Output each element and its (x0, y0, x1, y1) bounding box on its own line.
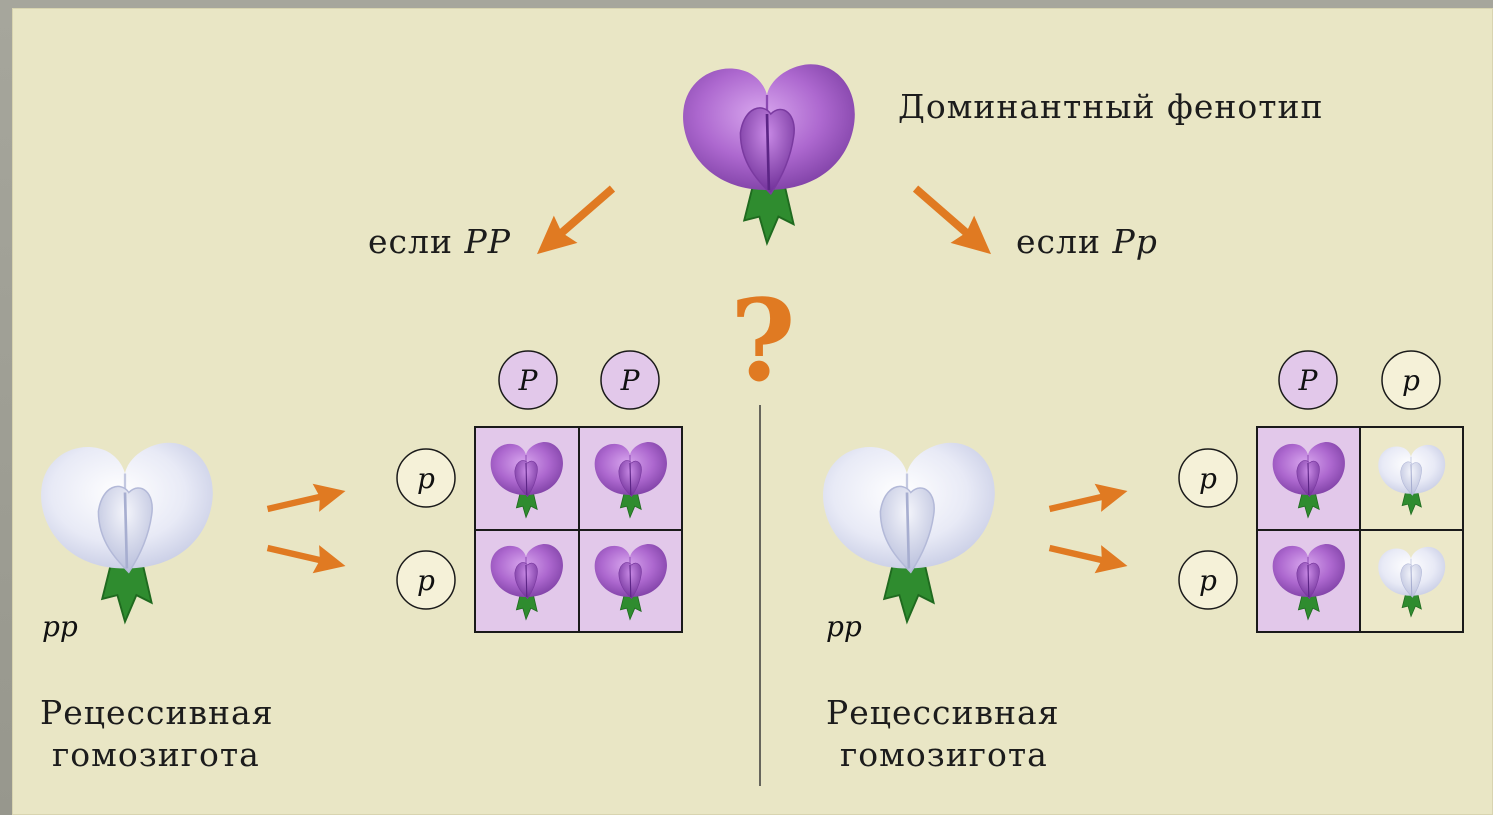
right-arrow-lower-icon (1046, 534, 1131, 581)
svg-text:p: p (1402, 364, 1420, 397)
monohybrid-test-cross-diagram: Доминантный фенотип если PP если Pp ? pp… (39, 62, 1464, 786)
svg-text:p: p (417, 564, 435, 597)
right-gamete-row-1: p (1178, 550, 1238, 610)
right-condition-label: если Pp (1016, 222, 1158, 261)
svg-text:P: P (620, 364, 641, 397)
left-arrow-lower-icon (264, 534, 349, 581)
right-white-flower-icon (821, 441, 997, 624)
svg-text:p: p (1199, 462, 1217, 495)
svg-text:P: P (518, 364, 539, 397)
left-recessive-genotype: pp (42, 610, 78, 643)
right-recessive-label-line1: Рецессивная (826, 693, 1060, 732)
right-arrow-upper-icon (1046, 476, 1131, 523)
left-recessive-label-line2: гомозигота (52, 735, 260, 774)
right-punnett-square: P p p p (1178, 350, 1464, 633)
svg-text:P: P (1298, 364, 1319, 397)
left-gamete-row-0: p (396, 448, 456, 508)
right-gamete-col-0: P (1278, 350, 1338, 410)
left-white-flower-icon (39, 441, 215, 624)
left-recessive-label-line1: Рецессивная (40, 693, 274, 732)
left-gamete-row-1: p (396, 550, 456, 610)
right-recessive-genotype: pp (826, 610, 862, 643)
left-arrow-upper-icon (264, 476, 349, 523)
left-gamete-col-1: P (600, 350, 660, 410)
diagram-panel: Доминантный фенотип если PP если Pp ? pp… (12, 8, 1493, 815)
svg-text:p: p (417, 462, 435, 495)
left-condition-label: если PP (368, 222, 511, 261)
arrow-to-left-cross-icon (525, 174, 625, 268)
left-gamete-col-0: P (498, 350, 558, 410)
left-punnett-square: P P p p (396, 350, 683, 633)
right-gamete-row-0: p (1178, 448, 1238, 508)
dominant-phenotype-label: Доминантный фенотип (898, 87, 1324, 126)
question-mark: ? (730, 276, 796, 407)
dominant-purple-flower-icon (681, 62, 857, 245)
arrow-to-right-cross-icon (903, 174, 1003, 268)
svg-text:p: p (1199, 564, 1217, 597)
right-gamete-col-1: p (1381, 350, 1441, 410)
right-recessive-label-line2: гомозигота (840, 735, 1048, 774)
